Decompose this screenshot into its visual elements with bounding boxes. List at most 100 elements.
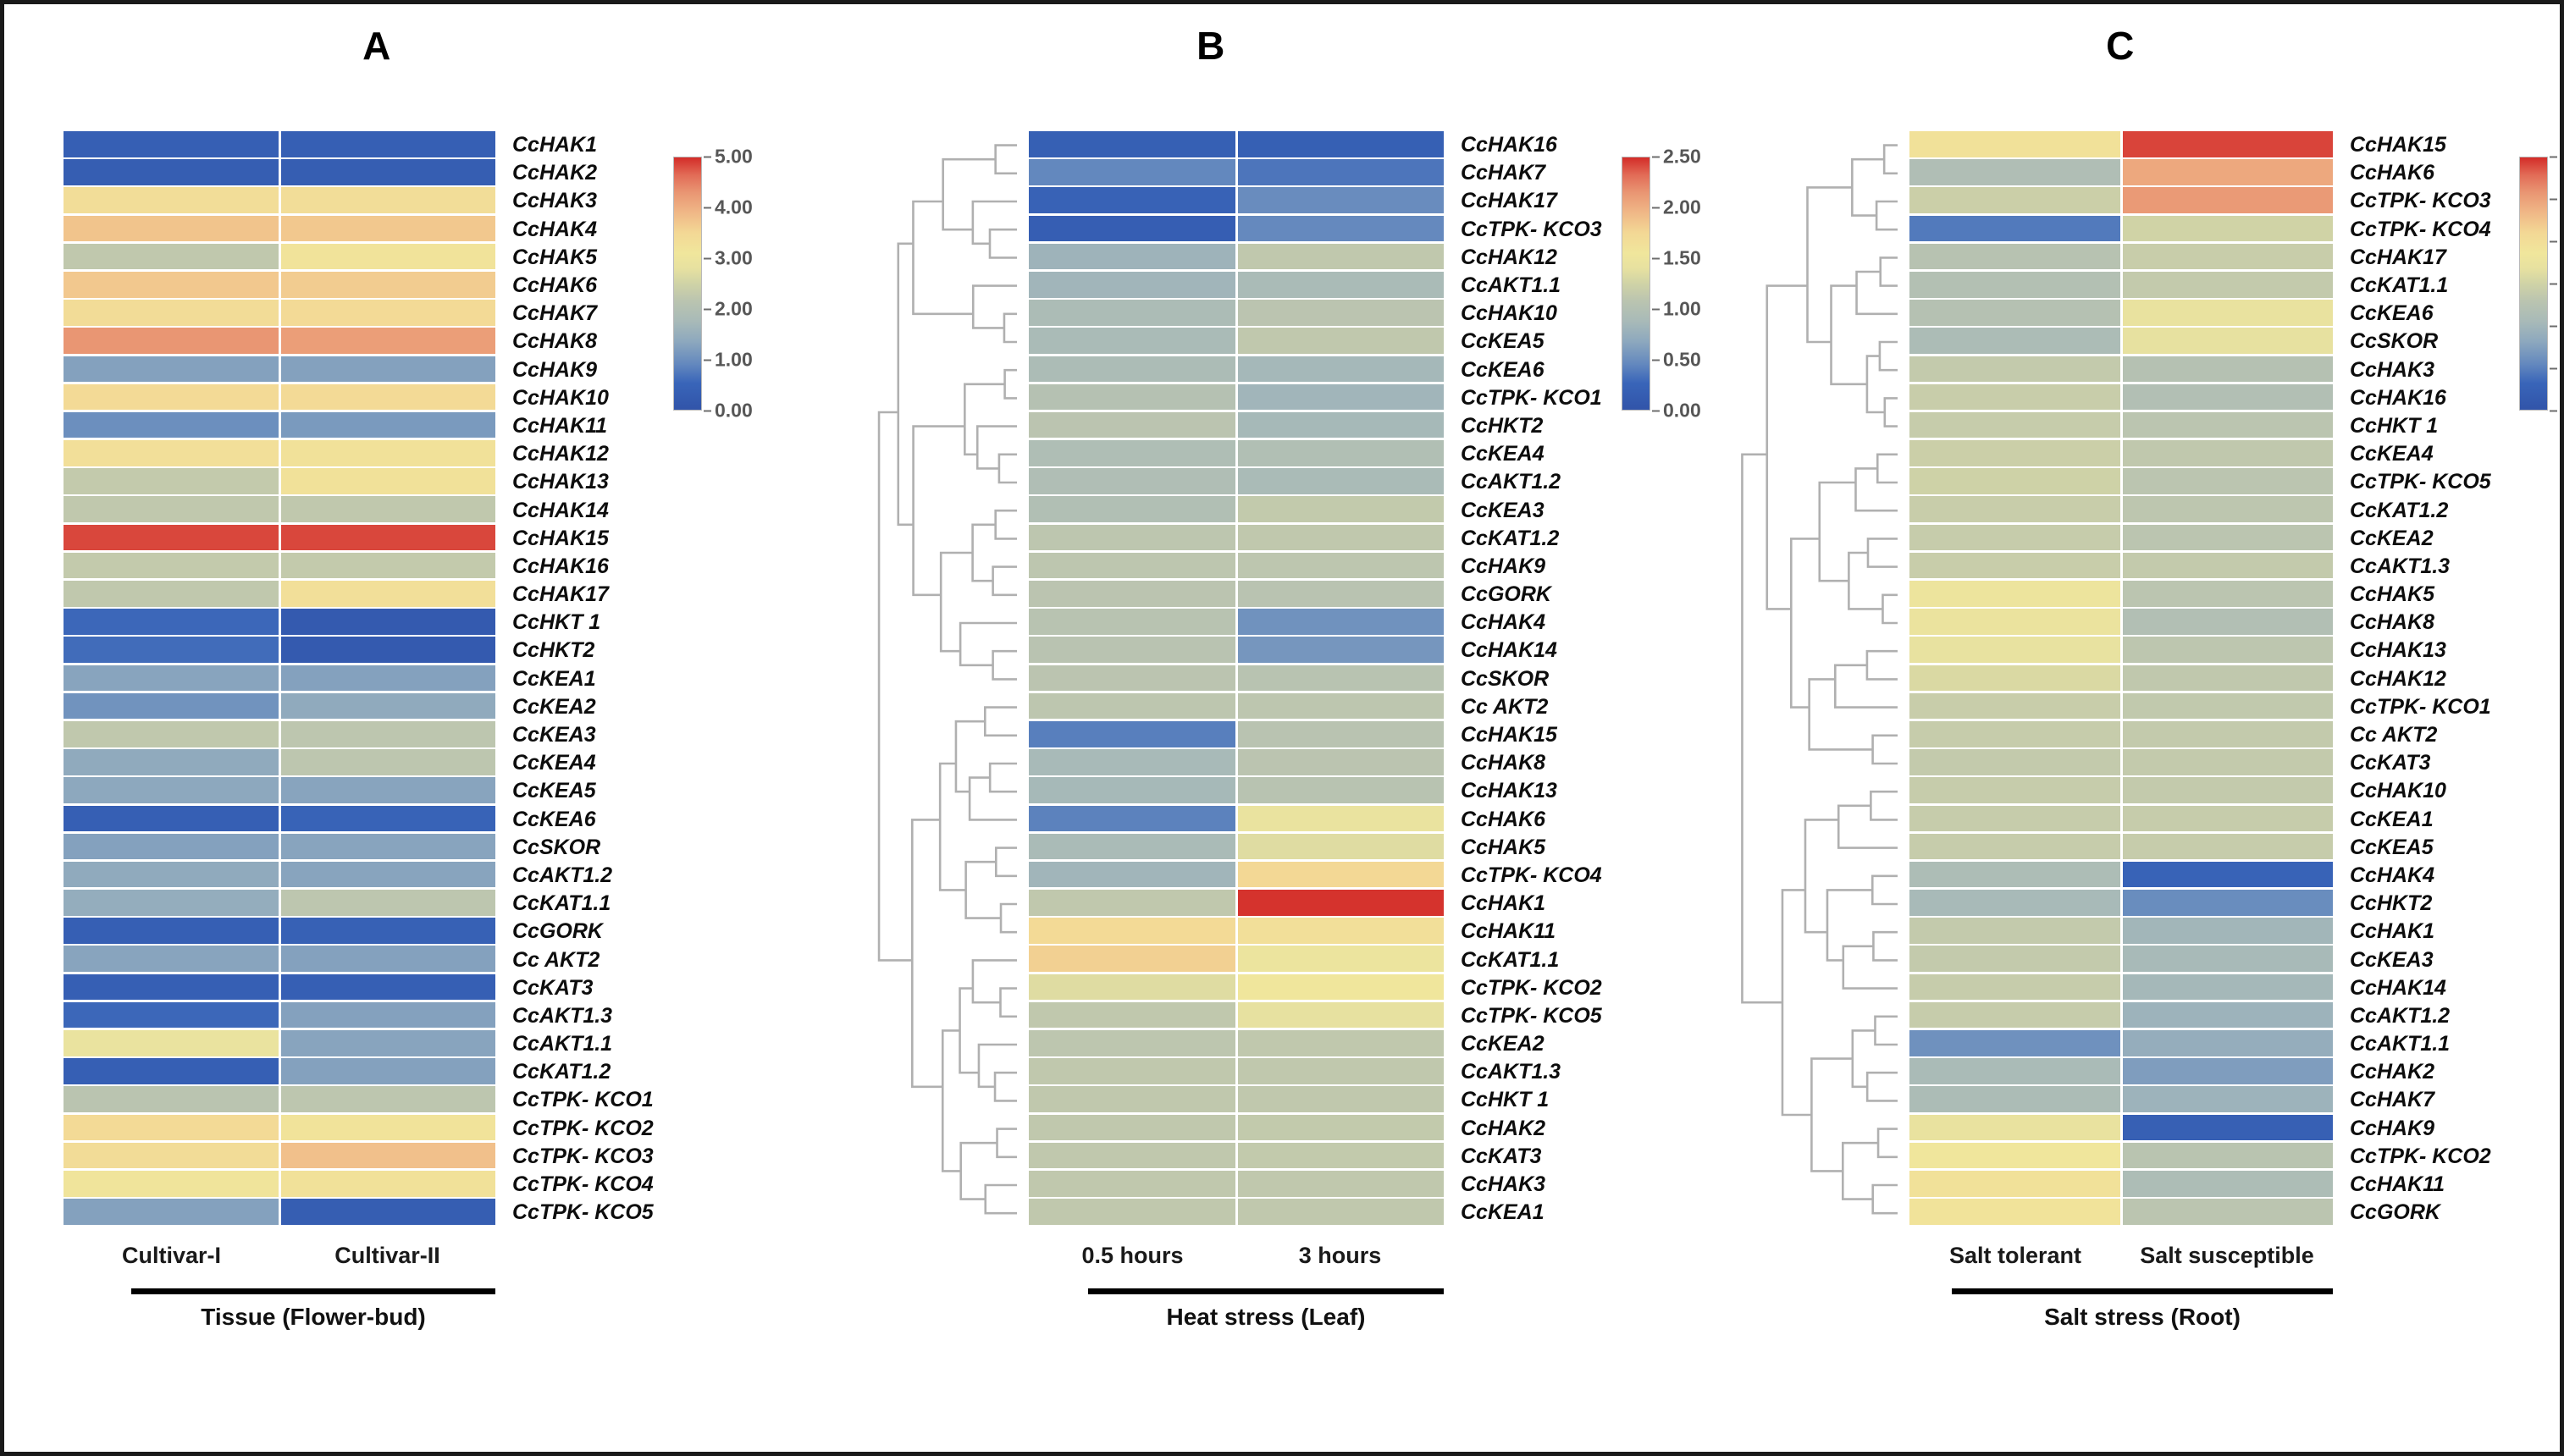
heatmap-cell[interactable] xyxy=(1237,1199,1444,1225)
heatmap-cell[interactable] xyxy=(1909,271,2120,298)
heatmap-cell[interactable] xyxy=(1909,777,2120,803)
heatmap-cell[interactable] xyxy=(2122,890,2333,916)
heatmap-cell[interactable] xyxy=(280,159,495,185)
heatmap-cell[interactable] xyxy=(2122,833,2333,860)
heatmap-grid[interactable] xyxy=(64,131,495,1227)
heatmap-cell[interactable] xyxy=(2122,496,2333,523)
heatmap-cell[interactable] xyxy=(1029,833,1235,860)
heatmap-cell[interactable] xyxy=(1237,749,1444,775)
heatmap-cell[interactable] xyxy=(280,300,495,326)
heatmap-cell[interactable] xyxy=(280,468,495,494)
heatmap-cell[interactable] xyxy=(2122,300,2333,326)
heatmap-cell[interactable] xyxy=(1237,609,1444,635)
heatmap-cell[interactable] xyxy=(2122,243,2333,270)
heatmap-cell[interactable] xyxy=(64,131,279,157)
heatmap-cell[interactable] xyxy=(1909,749,2120,775)
heatmap-cell[interactable] xyxy=(280,609,495,635)
heatmap-cell[interactable] xyxy=(64,243,279,270)
heatmap-cell[interactable] xyxy=(280,1170,495,1197)
heatmap-cell[interactable] xyxy=(1909,833,2120,860)
heatmap-cell[interactable] xyxy=(64,637,279,663)
heatmap-cell[interactable] xyxy=(1909,328,2120,354)
heatmap-cell[interactable] xyxy=(1909,973,2120,1001)
heatmap-cell[interactable] xyxy=(1909,581,2120,607)
heatmap-cell[interactable] xyxy=(2122,805,2333,832)
heatmap-cell[interactable] xyxy=(64,720,279,747)
heatmap-cell[interactable] xyxy=(1909,524,2120,551)
heatmap-cell[interactable] xyxy=(2122,328,2333,354)
heatmap-cell[interactable] xyxy=(2122,973,2333,1001)
heatmap-cell[interactable] xyxy=(1029,552,1235,579)
heatmap-cell[interactable] xyxy=(2122,749,2333,775)
heatmap-cell[interactable] xyxy=(1029,805,1235,832)
heatmap-cell[interactable] xyxy=(2122,665,2333,692)
heatmap-cell[interactable] xyxy=(1237,1170,1444,1197)
heatmap-cell[interactable] xyxy=(64,890,279,916)
heatmap-cell[interactable] xyxy=(1237,637,1444,663)
heatmap-cell[interactable] xyxy=(1029,890,1235,916)
heatmap-cell[interactable] xyxy=(2122,271,2333,298)
heatmap-cell[interactable] xyxy=(2122,1170,2333,1197)
heatmap-cell[interactable] xyxy=(64,1001,279,1029)
heatmap-cell[interactable] xyxy=(1237,665,1444,692)
heatmap-cell[interactable] xyxy=(64,383,279,411)
heatmap-cell[interactable] xyxy=(1029,637,1235,663)
heatmap-cell[interactable] xyxy=(64,1142,279,1169)
heatmap-cell[interactable] xyxy=(2122,1086,2333,1112)
heatmap-cell[interactable] xyxy=(1909,383,2120,411)
heatmap-cell[interactable] xyxy=(1909,805,2120,832)
heatmap-cell[interactable] xyxy=(1909,243,2120,270)
heatmap-cell[interactable] xyxy=(1909,918,2120,944)
heatmap-cell[interactable] xyxy=(1029,861,1235,888)
heatmap-cell[interactable] xyxy=(280,215,495,242)
heatmap-cell[interactable] xyxy=(1909,300,2120,326)
heatmap-cell[interactable] xyxy=(1237,243,1444,270)
heatmap-cell[interactable] xyxy=(280,581,495,607)
heatmap-cell[interactable] xyxy=(1909,1142,2120,1169)
heatmap-cell[interactable] xyxy=(2122,356,2333,383)
heatmap-cell[interactable] xyxy=(280,383,495,411)
heatmap-cell[interactable] xyxy=(1237,524,1444,551)
heatmap-cell[interactable] xyxy=(1237,131,1444,157)
heatmap-cell[interactable] xyxy=(280,861,495,888)
heatmap-cell[interactable] xyxy=(2122,1142,2333,1169)
heatmap-cell[interactable] xyxy=(1029,187,1235,213)
heatmap-cell[interactable] xyxy=(1909,552,2120,579)
heatmap-cell[interactable] xyxy=(1237,215,1444,242)
heatmap-cell[interactable] xyxy=(1909,496,2120,523)
heatmap-cell[interactable] xyxy=(64,1114,279,1141)
heatmap-cell[interactable] xyxy=(64,1199,279,1225)
heatmap-cell[interactable] xyxy=(280,1001,495,1029)
heatmap-cell[interactable] xyxy=(2122,609,2333,635)
heatmap-cell[interactable] xyxy=(64,440,279,466)
heatmap-cell[interactable] xyxy=(1237,1030,1444,1056)
heatmap-cell[interactable] xyxy=(1909,187,2120,213)
heatmap-cell[interactable] xyxy=(1909,1058,2120,1084)
heatmap-cell[interactable] xyxy=(1237,833,1444,860)
heatmap-cell[interactable] xyxy=(2122,1001,2333,1029)
heatmap-cell[interactable] xyxy=(280,1058,495,1084)
heatmap-cell[interactable] xyxy=(280,749,495,775)
heatmap-cell[interactable] xyxy=(2122,861,2333,888)
heatmap-cell[interactable] xyxy=(2122,524,2333,551)
heatmap-cell[interactable] xyxy=(1237,861,1444,888)
heatmap-cell[interactable] xyxy=(280,1114,495,1141)
heatmap-cell[interactable] xyxy=(1029,1058,1235,1084)
heatmap-cell[interactable] xyxy=(64,300,279,326)
heatmap-cell[interactable] xyxy=(1237,1058,1444,1084)
heatmap-cell[interactable] xyxy=(1909,1114,2120,1141)
heatmap-cell[interactable] xyxy=(1237,411,1444,438)
heatmap-cell[interactable] xyxy=(1029,581,1235,607)
heatmap-cell[interactable] xyxy=(280,805,495,832)
heatmap-cell[interactable] xyxy=(64,861,279,888)
heatmap-cell[interactable] xyxy=(280,496,495,523)
heatmap-cell[interactable] xyxy=(280,411,495,438)
heatmap-cell[interactable] xyxy=(1029,356,1235,383)
heatmap-cell[interactable] xyxy=(64,411,279,438)
heatmap-cell[interactable] xyxy=(2122,440,2333,466)
heatmap-cell[interactable] xyxy=(64,777,279,803)
heatmap-cell[interactable] xyxy=(280,243,495,270)
heatmap-cell[interactable] xyxy=(1909,159,2120,185)
heatmap-cell[interactable] xyxy=(2122,637,2333,663)
heatmap-cell[interactable] xyxy=(1029,749,1235,775)
